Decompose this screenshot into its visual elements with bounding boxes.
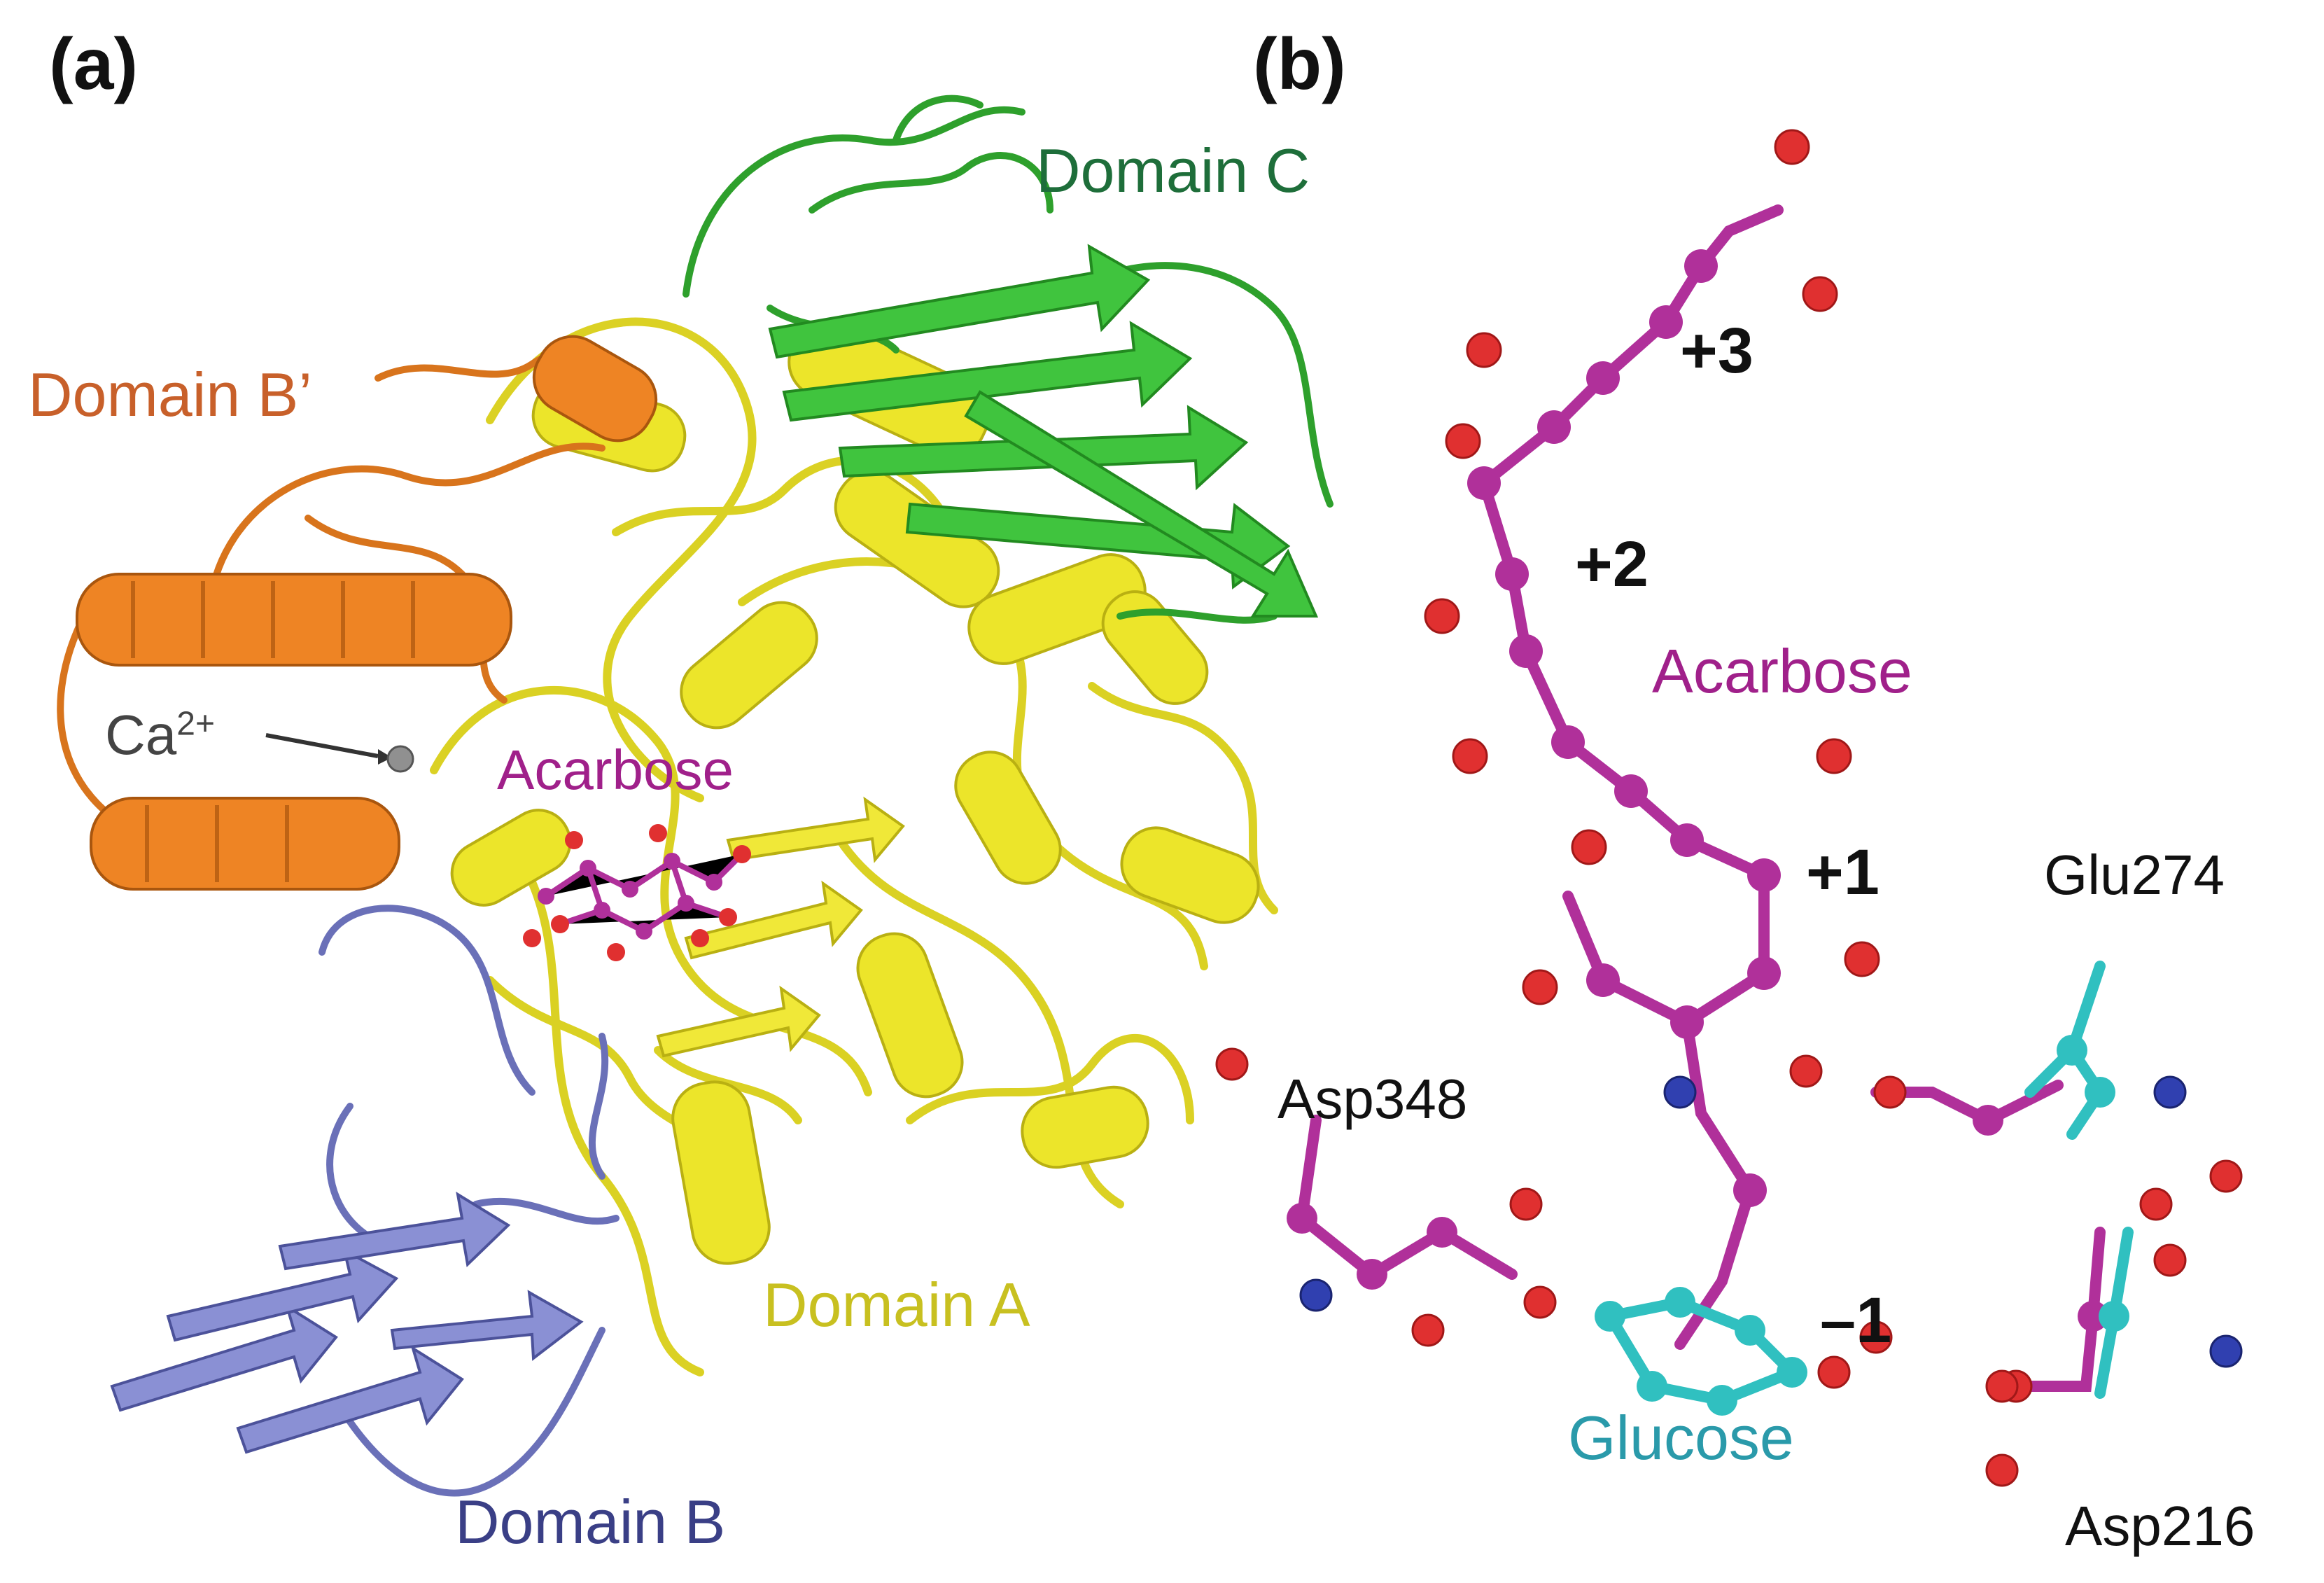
glu274-label: Glu274 (2044, 844, 2225, 906)
asp216-label: Asp216 (2065, 1495, 2255, 1557)
domain-c-cartoon (682, 95, 1334, 624)
heteroatoms-b (1215, 129, 2243, 1487)
domain-b-prime-cartoon (57, 335, 658, 891)
domain-b-cartoon (110, 905, 620, 1497)
site-plus-1-label: +1 (1806, 837, 1879, 908)
asp348-label: Asp348 (1278, 1068, 1468, 1130)
domain-a-label: Domain A (763, 1270, 1030, 1339)
site-plus-2-label: +2 (1575, 529, 1648, 600)
acarbose-label-a: Acarbose (497, 739, 734, 801)
calcium-label: Ca2+ (105, 707, 215, 763)
site-minus-1-label: –1 (1820, 1285, 1892, 1356)
panel-b-label: (b) (1253, 24, 1346, 105)
site-plus-3-label: +3 (1680, 315, 1754, 386)
calcium-marker (265, 733, 414, 773)
acarbose-label-b: Acarbose (1652, 636, 1912, 706)
domain-b-prime-label: Domain B’ (28, 360, 312, 429)
panel-a-label: (a) (49, 24, 139, 105)
glucose-ligand-b (1595, 961, 2134, 1416)
calcium-charge: 2+ (176, 705, 215, 743)
acarbose-ligand-b (1287, 204, 2108, 1392)
acarbose-ligand-a (523, 824, 751, 961)
domain-b-label: Domain B (455, 1487, 726, 1556)
glucose-label: Glucose (1568, 1403, 1794, 1472)
domain-c-label: Domain C (1036, 136, 1310, 205)
calcium-label-text: Ca (105, 704, 177, 766)
